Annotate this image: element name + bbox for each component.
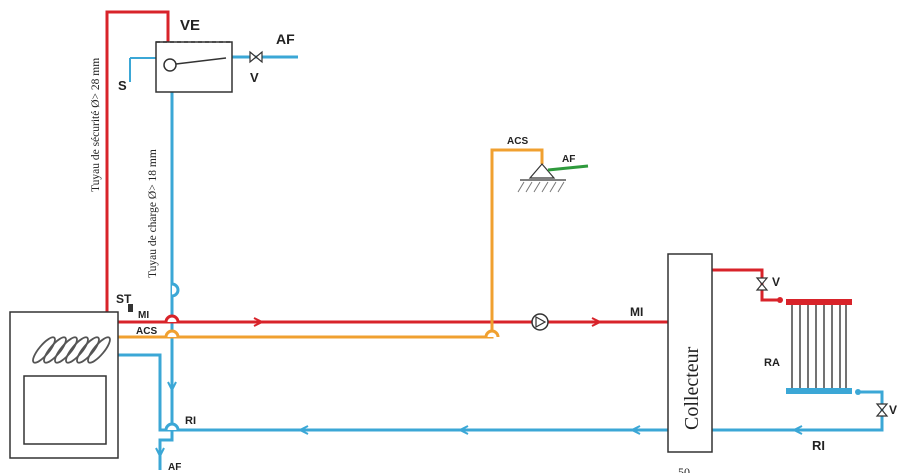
- boiler-door: [23, 375, 107, 445]
- radiator-supply-pipe: [712, 268, 780, 302]
- float-arm: [175, 57, 227, 65]
- label-ri-boiler: RI: [185, 415, 196, 427]
- ri-return-pipe: [118, 353, 668, 432]
- float-ball-icon: [163, 58, 177, 72]
- charge-pipe: [158, 92, 174, 470]
- label-partial-number: 50: [678, 465, 690, 473]
- overflow-pipe: [129, 57, 156, 82]
- label-v-top: V: [250, 70, 259, 85]
- heat-exchanger-coil: [32, 336, 111, 364]
- pipe-crossover: [171, 282, 180, 298]
- label-acs-boiler: ACS: [136, 326, 157, 337]
- ri-return-radiator-pipe: [712, 390, 884, 432]
- label-af-top: AF: [276, 31, 295, 47]
- label-collecteur: Collecteur: [681, 346, 703, 430]
- safety-pipe: [105, 10, 170, 312]
- label-ra: RA: [764, 357, 780, 369]
- circulation-pump-icon: [531, 313, 549, 331]
- label-tuyau-charge: Tuyau de charge Ø> 18 mm: [147, 149, 159, 278]
- pipe-crossover: [484, 329, 500, 338]
- label-ri-main: RI: [812, 438, 825, 453]
- valve-af-top-icon: [249, 50, 263, 64]
- collector: [667, 253, 713, 453]
- label-ve: VE: [180, 17, 200, 34]
- valve-radiator-bottom-icon: [875, 403, 889, 417]
- acs-pipe: [118, 148, 544, 339]
- label-s: S: [118, 78, 127, 93]
- valve-radiator-top-icon: [755, 277, 769, 291]
- thermostat-sensor: [128, 304, 133, 312]
- boiler: [9, 304, 133, 459]
- expansion-vessel: [155, 41, 233, 93]
- label-v-radiator-bottom: V: [889, 403, 897, 417]
- label-af-bottom: AF: [168, 462, 181, 473]
- label-af-tap: AF: [562, 154, 575, 165]
- label-mi-boiler: MI: [138, 310, 149, 321]
- label-acs-tap: ACS: [507, 136, 528, 147]
- pipe-crossover: [164, 329, 180, 338]
- pipe-crossover: [164, 314, 180, 323]
- radiator: [777, 297, 861, 395]
- flow-arrows: [155, 317, 803, 459]
- label-st: ST: [116, 292, 132, 306]
- pipe-crossover: [164, 422, 180, 431]
- label-mi-main: MI: [630, 305, 643, 319]
- tap-icon: [517, 163, 589, 193]
- label-v-radiator-top: V: [772, 275, 780, 289]
- label-tuyau-securite: Tuyau de sécurité Ø> 28 mm: [90, 58, 102, 192]
